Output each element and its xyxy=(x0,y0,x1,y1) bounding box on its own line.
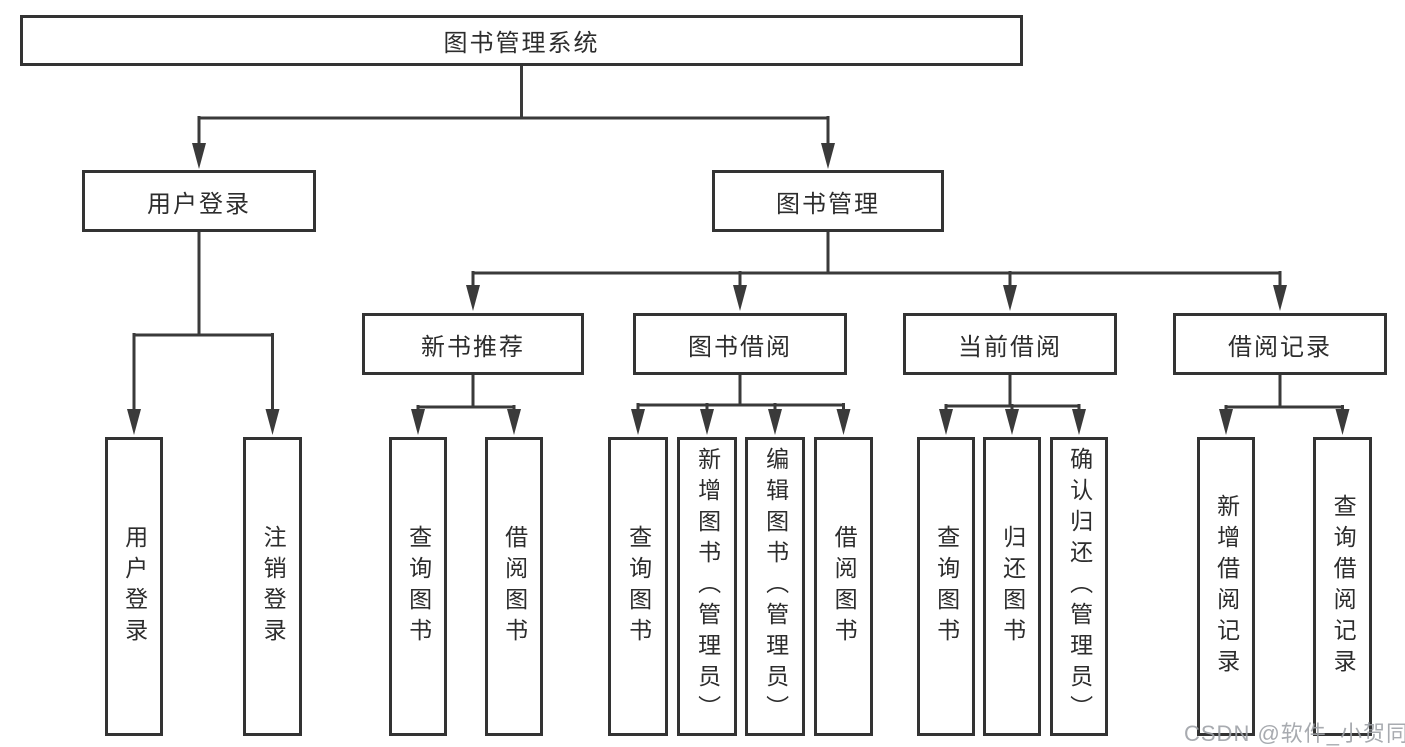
node-root-label: 图书管理系统 xyxy=(443,30,600,57)
leaf-nb-borrow-books-label: 借阅图书 xyxy=(501,524,528,649)
node-new-book-recommendation: 新书推荐 xyxy=(362,313,584,375)
leaf-bb-add-books-admin-label: 新增图书（管理员） xyxy=(694,447,721,726)
node-current-borrowing-label: 当前借阅 xyxy=(958,333,1062,361)
leaf-cb-confirm-return-admin: 确认归还（管理员） xyxy=(1050,437,1108,736)
node-new-book-recommendation-label: 新书推荐 xyxy=(421,333,525,361)
leaf-cb-query-books-label: 查询图书 xyxy=(933,524,960,649)
node-current-borrowing: 当前借阅 xyxy=(903,313,1117,375)
leaf-bb-query-books-label: 查询图书 xyxy=(625,524,652,649)
leaf-bb-query-books: 查询图书 xyxy=(608,437,668,736)
node-book-management: 图书管理 xyxy=(712,170,944,232)
leaf-cb-confirm-return-admin-label: 确认归还（管理员） xyxy=(1066,447,1093,726)
leaf-user-login-label: 用户登录 xyxy=(121,524,148,649)
leaf-cb-return-books-label: 归还图书 xyxy=(999,524,1026,649)
leaf-nb-query-books-label: 查询图书 xyxy=(405,524,432,649)
node-user-login: 用户登录 xyxy=(82,170,316,232)
node-book-borrowing-label: 图书借阅 xyxy=(688,333,792,361)
leaf-br-add-record-label: 新增借阅记录 xyxy=(1213,493,1240,680)
csdn-watermark: CSDN @软件_小贺同学 xyxy=(1184,721,1405,746)
leaf-bb-add-books-admin: 新增图书（管理员） xyxy=(677,437,737,736)
leaf-logout-label: 注销登录 xyxy=(260,524,287,649)
leaf-br-add-record: 新增借阅记录 xyxy=(1197,437,1255,736)
leaf-br-query-record: 查询借阅记录 xyxy=(1313,437,1372,736)
node-user-login-label: 用户登录 xyxy=(147,190,251,218)
node-borrowing-records: 借阅记录 xyxy=(1173,313,1387,375)
node-book-borrowing: 图书借阅 xyxy=(633,313,847,375)
leaf-cb-query-books: 查询图书 xyxy=(917,437,975,736)
leaf-bb-borrow-books: 借阅图书 xyxy=(814,437,873,736)
leaf-cb-return-books: 归还图书 xyxy=(983,437,1041,736)
leaf-bb-borrow-books-label: 借阅图书 xyxy=(831,524,858,649)
leaf-nb-query-books: 查询图书 xyxy=(389,437,447,736)
leaf-logout: 注销登录 xyxy=(243,437,302,736)
leaf-nb-borrow-books: 借阅图书 xyxy=(485,437,543,736)
node-root: 图书管理系统 xyxy=(20,15,1023,66)
node-borrowing-records-label: 借阅记录 xyxy=(1228,333,1332,361)
leaf-bb-edit-books-admin: 编辑图书（管理员） xyxy=(745,437,805,736)
leaf-br-query-record-label: 查询借阅记录 xyxy=(1330,493,1357,680)
node-book-management-label: 图书管理 xyxy=(776,190,880,218)
leaf-bb-edit-books-admin-label: 编辑图书（管理员） xyxy=(762,447,789,726)
leaf-user-login: 用户登录 xyxy=(105,437,163,736)
